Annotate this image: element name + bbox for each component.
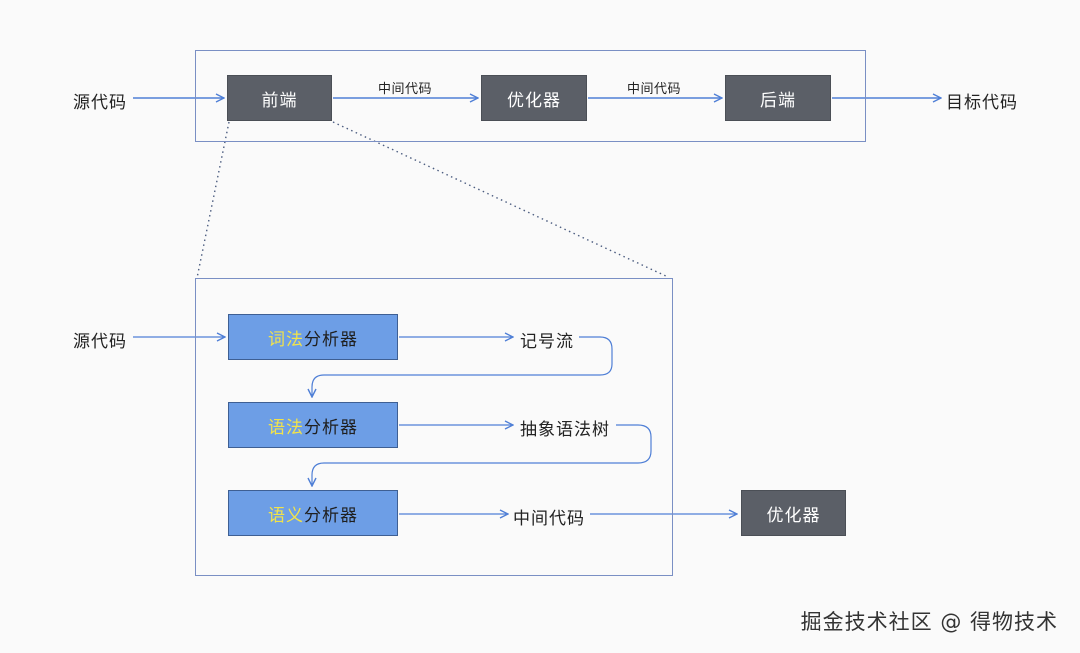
watermark: 掘金技术社区 @ 得物技术 (800, 610, 1058, 634)
parser-rest-text: 分析器 (304, 417, 358, 438)
connector-ast-to-semantic (312, 424, 652, 486)
ir-label-top-1: 中间代码 (378, 82, 433, 97)
backend-box: 后端 (725, 75, 831, 121)
semantic-rest-text: 分析器 (304, 505, 358, 526)
optimizer-box: 优化器 (481, 75, 587, 121)
target-code-label: 目标代码 (946, 93, 1018, 113)
semantic-analyzer-box: 语义分析器 (228, 490, 398, 536)
semantic-highlight-text: 语义 (268, 505, 304, 526)
token-stream-label: 记号流 (520, 332, 574, 352)
lexer-highlight-text: 词法 (268, 329, 304, 350)
zoom-line-left (196, 121, 230, 279)
detail-ir-label: 中间代码 (513, 509, 585, 529)
detail-optimizer-box: 优化器 (741, 490, 846, 536)
zoom-line-right (332, 121, 669, 278)
frontend-box: 前端 (227, 75, 332, 121)
connector-tokens-to-parser (312, 336, 613, 397)
ir-label-top-2: 中间代码 (627, 82, 682, 97)
detail-optimizer-label: 优化器 (766, 505, 821, 526)
backend-label: 后端 (760, 90, 796, 111)
parser-box: 语法分析器 (228, 402, 398, 448)
source-code-label: 源代码 (73, 93, 127, 113)
lexer-rest-text: 分析器 (304, 329, 358, 350)
frontend-detail-frame (195, 278, 673, 576)
frontend-label: 前端 (261, 90, 298, 111)
lexer-box: 词法分析器 (228, 314, 398, 360)
detail-source-code-label: 源代码 (73, 332, 127, 352)
parser-highlight-text: 语法 (268, 417, 304, 438)
optimizer-label: 优化器 (507, 90, 561, 111)
compiler-pipeline-frame (195, 50, 866, 142)
ast-label: 抽象语法树 (520, 420, 610, 440)
